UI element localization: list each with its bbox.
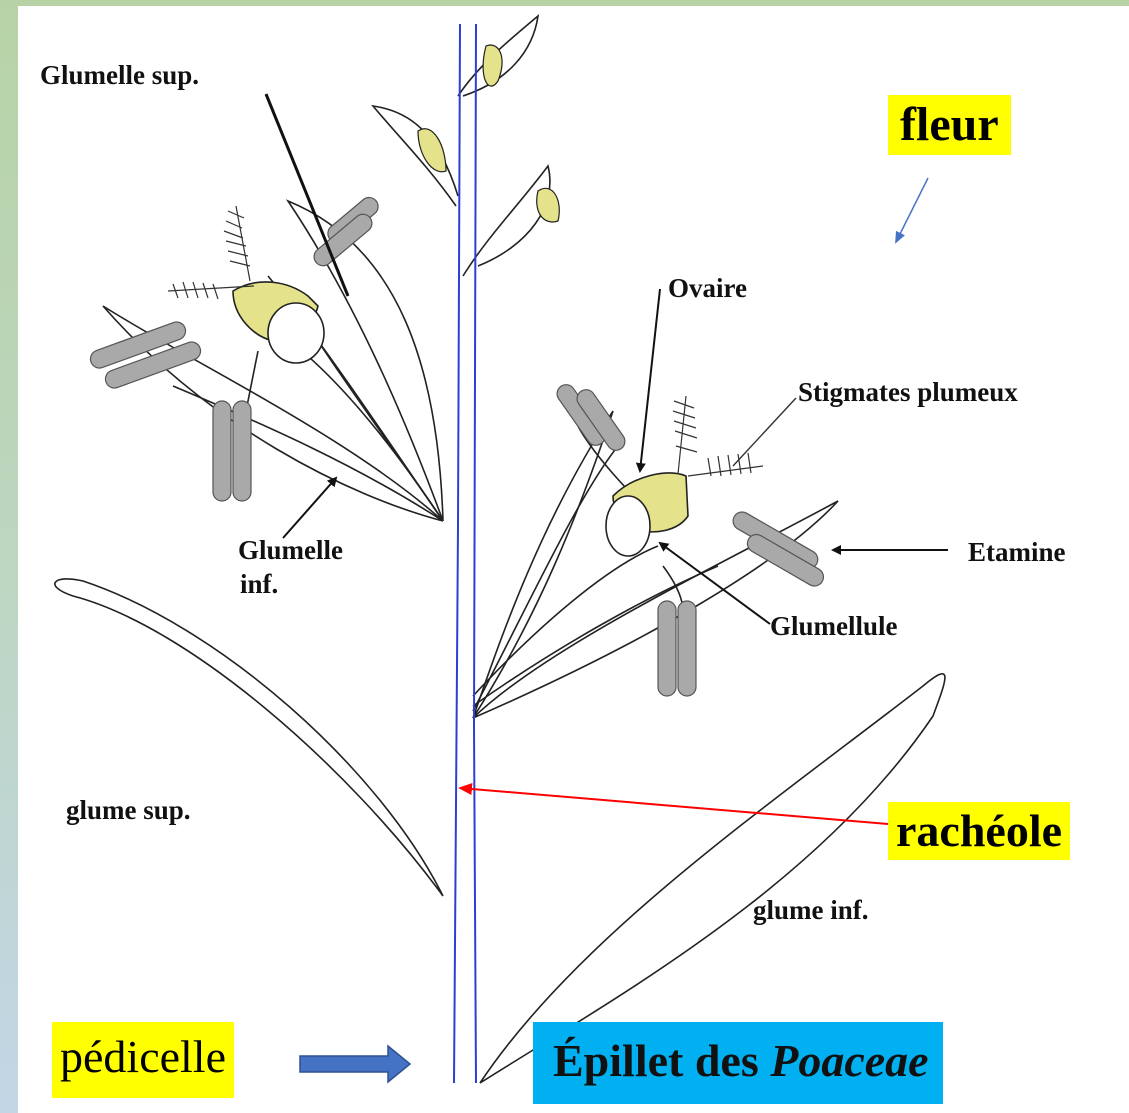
left-palea <box>288 201 443 521</box>
label-glumellule: Glumellule <box>770 612 898 642</box>
title-prefix: Épillet des <box>553 1035 770 1086</box>
right-glumellule <box>606 496 650 556</box>
rachis <box>454 24 476 1083</box>
title-italic: Poaceae <box>770 1035 928 1086</box>
label-glumelle-inf-2: inf. <box>240 570 278 600</box>
label-pedicelle: pédicelle <box>52 1022 234 1098</box>
ovaire-pointer <box>640 289 660 471</box>
glumelle-sup-pointer <box>266 94 348 296</box>
glume-sup-shape <box>55 579 443 896</box>
pedicelle-arrow <box>300 1046 410 1082</box>
stigmates-pointer <box>733 398 796 466</box>
label-glume-sup: glume sup. <box>66 796 191 826</box>
label-etamine: Etamine <box>968 538 1066 568</box>
title-box: Épillet des Poaceae <box>533 1022 943 1104</box>
right-stamen-1 <box>658 601 676 696</box>
right-lemma <box>473 501 838 718</box>
label-glumelle-inf-1: Glumelle <box>238 536 343 566</box>
left-glumellule <box>268 303 324 363</box>
label-glumelle-sup: Glumelle sup. <box>40 61 199 91</box>
glumelle-inf-pointer <box>283 478 336 538</box>
label-ovaire: Ovaire <box>668 274 747 304</box>
label-stigmates: Stigmates plumeux <box>798 378 1018 408</box>
fleur-arrow <box>896 178 928 242</box>
stigmas <box>168 206 763 476</box>
spikelet-drawing <box>18 6 1129 1113</box>
racheole-arrow <box>460 788 888 824</box>
left-stamen-1 <box>213 401 231 501</box>
label-glume-inf: glume inf. <box>753 896 869 926</box>
diagram-canvas: Glumelle sup. Glumelle inf. glume sup. g… <box>18 6 1129 1113</box>
label-fleur: fleur <box>888 95 1011 155</box>
label-racheole: rachéole <box>888 802 1070 860</box>
